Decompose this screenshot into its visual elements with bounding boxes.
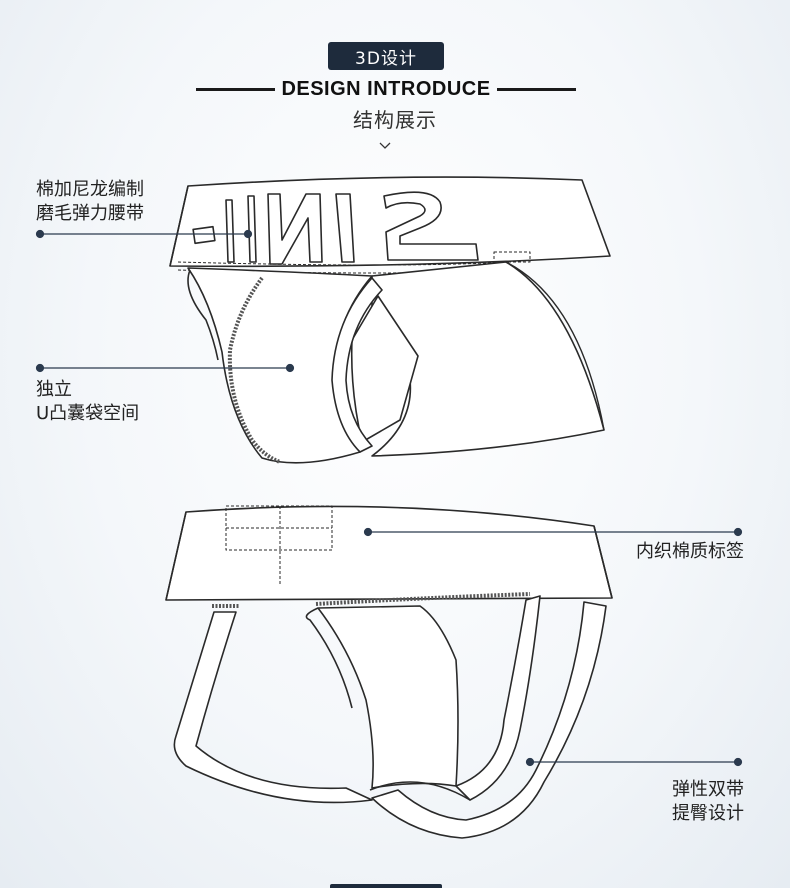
callout-pouch-line2: U凸囊袋空间 [36,403,140,424]
section-heading: DESIGN INTRODUCE [196,76,576,102]
callout-label-line1: 内织棉质标签 [636,541,744,562]
back-left-strap [173,611,373,804]
callout-waistband: 棉加尼龙编制 磨毛弹力腰带 [36,178,144,226]
callout-dot [733,757,743,767]
callout-dot [733,527,743,537]
section-title: DESIGN INTRODUCE [281,77,491,100]
callout-straps: 弹性双带 提臀设计 [672,778,744,826]
callout-pouch-line1: 独立 [36,379,72,400]
callout-dot [285,363,295,373]
callout-straps-line1: 弹性双带 [672,779,744,800]
callout-dot [35,229,45,239]
callout-pouch: 独立 U凸囊袋空间 [36,378,139,426]
callout-dot [243,229,253,239]
callout-dot [363,527,373,537]
heading-rule-right [496,87,576,91]
callout-dot [525,757,535,767]
heading-rule-left [196,87,276,91]
callout-waistband-line1: 棉加尼龙编制 [36,179,144,200]
section-badge: 3D设计 [328,42,444,70]
back-right-strap [371,601,607,839]
callout-straps-line2: 提臀设计 [672,803,744,824]
callout-waistband-line2: 磨毛弹力腰带 [36,203,144,224]
chevron-down-icon [379,142,391,149]
callout-label: 内织棉质标签 [636,540,744,564]
section-subtitle: 结构展示 [353,108,437,132]
bottom-accent-bar [330,884,442,888]
callout-dot [35,363,45,373]
